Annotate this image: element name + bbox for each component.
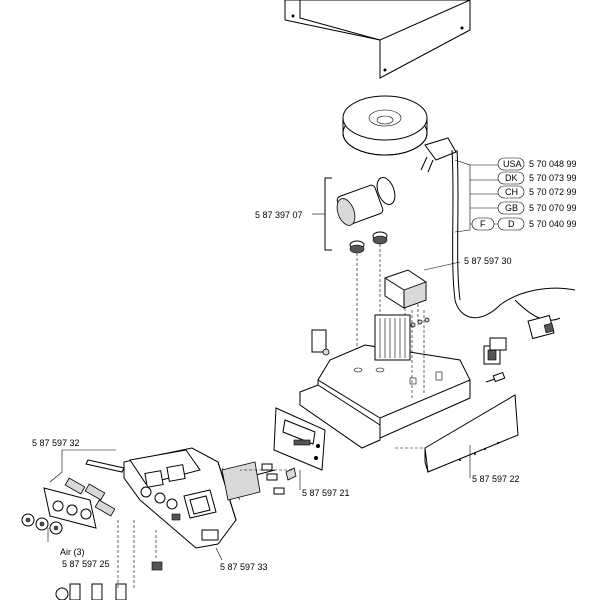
power-cord <box>420 137 576 340</box>
circuit-board <box>255 407 326 495</box>
country-gb: GB <box>505 203 518 213</box>
side-panel-callout: 5 87 597 22 <box>472 474 520 484</box>
filter-ring <box>342 95 428 156</box>
power-cord-table: USA 5 70 048 99 DK 5 70 073 99 CH 5 70 0… <box>471 157 577 231</box>
housing-cover <box>284 0 471 79</box>
side-panel <box>424 394 519 478</box>
fan-motor <box>312 177 396 360</box>
circuit-board-callout: 5 87 597 21 <box>302 488 350 498</box>
country-usa: USA <box>503 159 522 169</box>
country-f: F <box>480 219 486 229</box>
front-cover-strip-callout: 5 87 597 32 <box>32 438 80 448</box>
transformer-callout: 5 87 597 30 <box>464 256 512 266</box>
bottom-knobs <box>55 520 163 601</box>
country-dk: DK <box>505 173 518 183</box>
base-chassis <box>299 314 471 449</box>
part-gb: 5 70 070 99 <box>529 203 577 213</box>
country-ch: CH <box>505 187 518 197</box>
power-switch <box>483 337 507 383</box>
fan-motor-callout: 5 87 397 07 <box>255 210 303 220</box>
part-dk: 5 70 073 99 <box>529 173 577 183</box>
knobs-callout: 5 87 597 25 <box>62 559 110 569</box>
front-panel <box>123 447 261 549</box>
front-panel-callout: 5 87 597 33 <box>220 562 268 572</box>
knob-panel <box>21 477 116 542</box>
air-callout: Air (3) <box>60 547 85 557</box>
screw-hole-icon <box>291 14 295 18</box>
rotary-knobs <box>64 477 116 517</box>
part-usa: 5 70 048 99 <box>529 159 577 169</box>
heat-sink <box>374 314 411 361</box>
transformer <box>384 261 461 330</box>
part-f-d: 5 70 040 99 <box>529 219 577 229</box>
country-d: D <box>508 219 515 229</box>
front-cover-strip <box>49 449 125 483</box>
part-ch: 5 70 072 99 <box>529 187 577 197</box>
